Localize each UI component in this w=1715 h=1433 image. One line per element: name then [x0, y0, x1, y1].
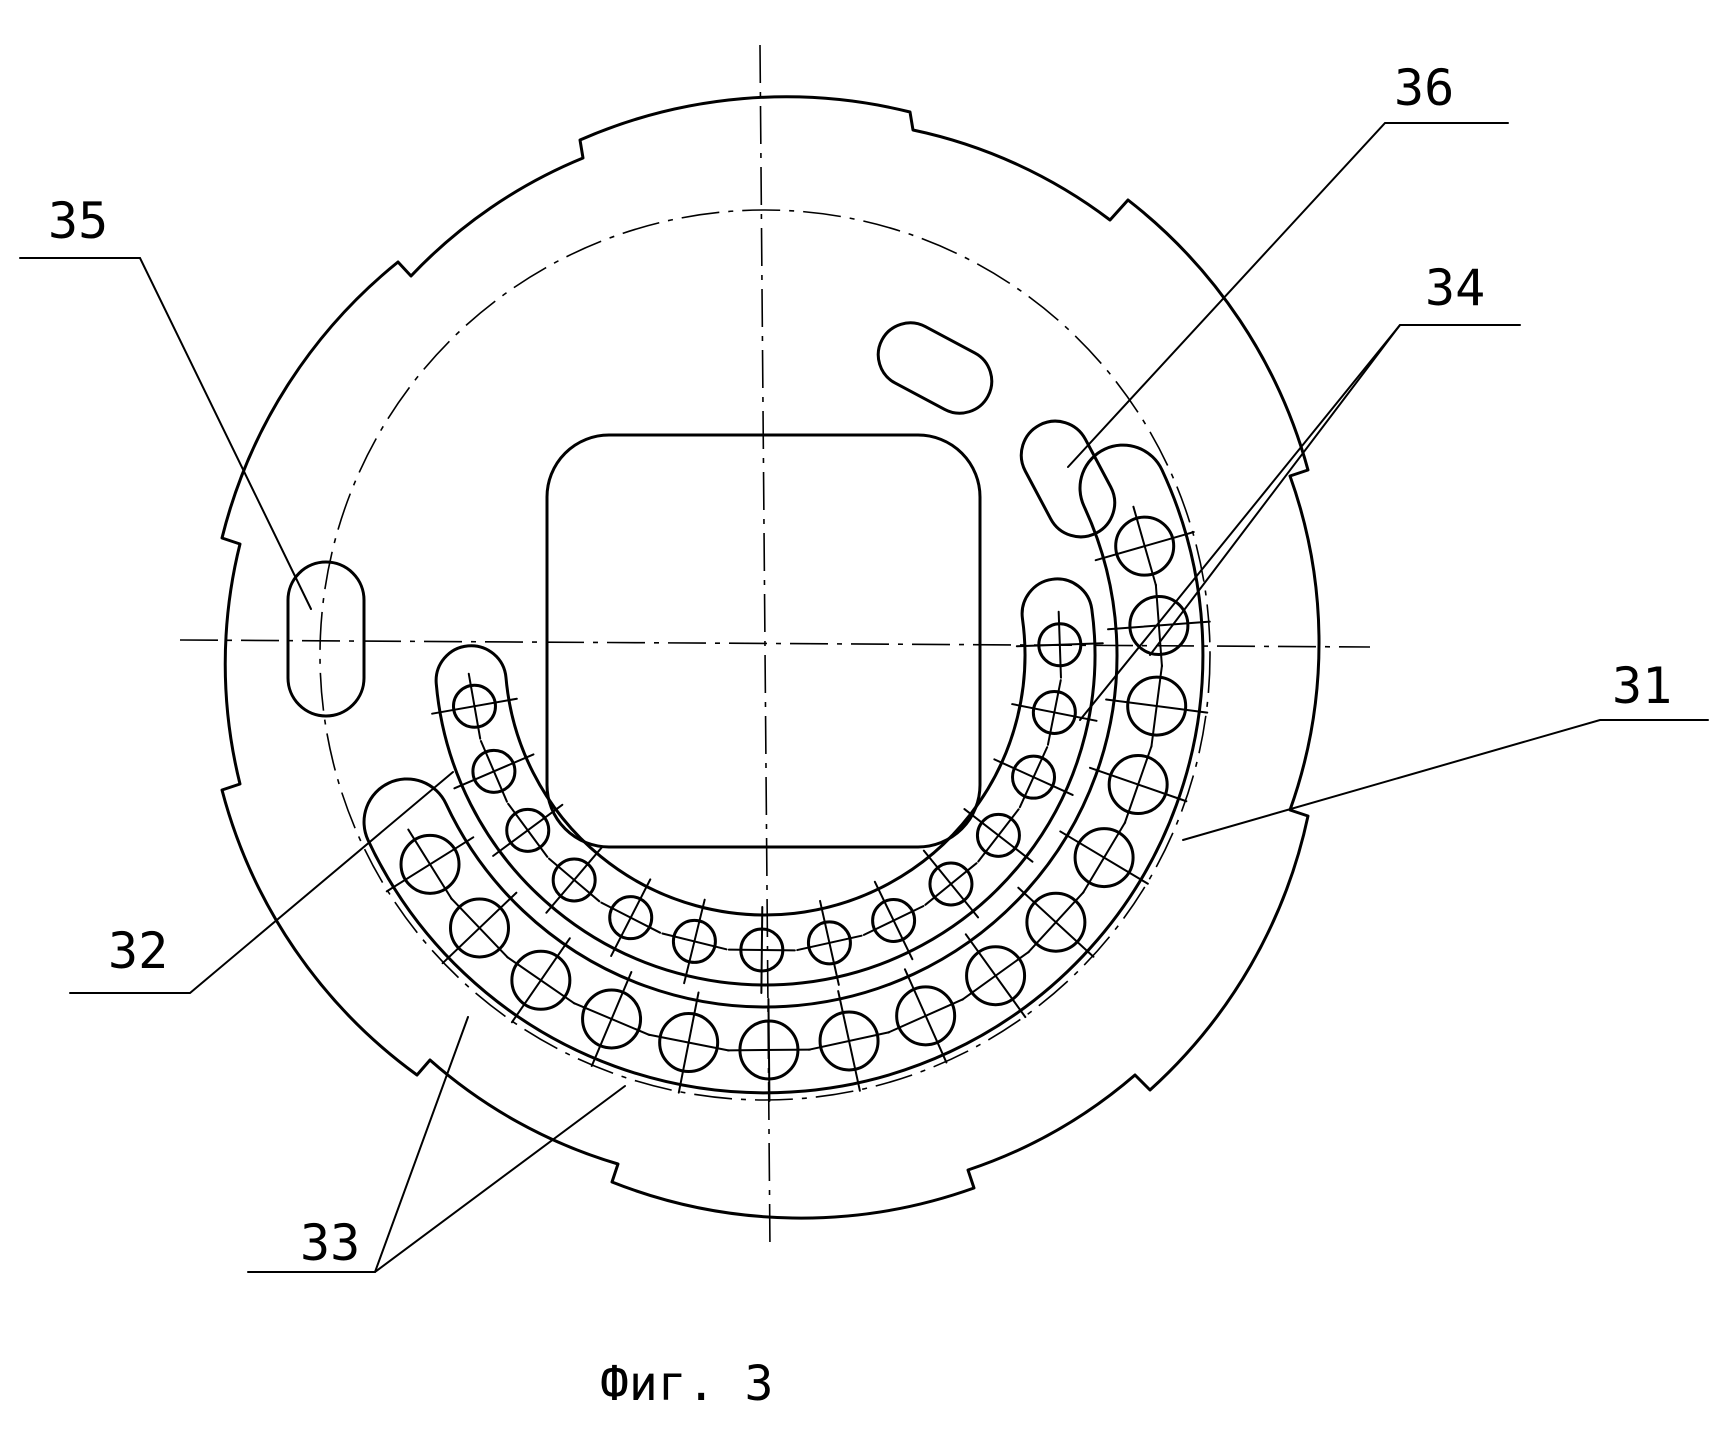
outer-hole-crosshair	[572, 1002, 651, 1036]
label-32: 32	[108, 922, 168, 980]
outer-hole-crosshair	[726, 1048, 811, 1052]
outer-hole-crosshair	[807, 1031, 891, 1051]
outer-hole-crosshair	[647, 1033, 730, 1052]
inner-hole	[451, 683, 497, 729]
slot-36-lower	[1019, 419, 1117, 539]
outer-hole	[1073, 827, 1135, 889]
outer-hole-crosshair	[1027, 891, 1085, 954]
outer-hole-crosshair	[961, 950, 1030, 1001]
inner-hole	[871, 897, 917, 943]
leader-32	[69, 771, 454, 994]
inner-hole-crosshair	[467, 672, 482, 740]
outer-hole	[1107, 754, 1169, 816]
leader-33-b	[374, 1085, 626, 1273]
inner-hole-crosshair	[507, 802, 549, 858]
inner-hole-crosshair	[1018, 746, 1049, 809]
outer-hole	[1128, 594, 1190, 656]
outer-hole-crosshair	[1150, 664, 1163, 748]
pitch-circle	[319, 209, 1211, 1101]
outer-hole-crosshair	[506, 955, 576, 1005]
outer-hole	[1126, 675, 1188, 737]
inner-hole-crosshair	[862, 905, 925, 936]
inner-hole-crosshair	[548, 857, 601, 903]
arc-channels	[362, 443, 1205, 1094]
inner-hole	[671, 918, 717, 964]
outer-hole	[581, 988, 643, 1050]
inner-hole	[551, 857, 597, 903]
inner-hole	[975, 812, 1021, 858]
inner-hole	[806, 920, 852, 966]
label-33: 33	[300, 1214, 360, 1272]
outer-hole-crosshair	[1082, 821, 1127, 894]
label-34: 34	[1425, 259, 1485, 317]
inner-hole-crosshair	[977, 808, 1020, 863]
inner-hole	[608, 895, 654, 941]
inner-hole-crosshair	[661, 932, 728, 951]
label-31: 31	[1612, 657, 1672, 715]
inner-arc-channel	[434, 577, 1097, 987]
outer-hole	[510, 949, 572, 1011]
outer-hole-crosshair	[1123, 744, 1153, 825]
holes	[385, 505, 1211, 1102]
outer-hole	[895, 985, 957, 1047]
outer-hole-crosshair	[1132, 505, 1157, 587]
inner-hole	[1031, 689, 1077, 735]
outer-hole	[658, 1012, 720, 1074]
outer-hole	[1114, 515, 1176, 577]
label-36: 36	[1394, 59, 1454, 117]
inner-hole-crosshair	[600, 901, 662, 934]
inner-hole	[471, 748, 517, 794]
slot-35	[286, 560, 366, 718]
outer-hole	[399, 833, 461, 895]
outer-hole-crosshair	[1154, 583, 1163, 668]
inner-hole	[505, 807, 551, 853]
inner-hole-crosshair	[924, 862, 978, 906]
outer-arc-channel	[362, 443, 1205, 1094]
outer-hole	[448, 897, 510, 959]
outer-hole-crosshair	[407, 828, 453, 901]
inner-hole	[928, 861, 974, 907]
horizontal-center-axis	[179, 639, 1371, 648]
outer-hole-crosshair	[450, 897, 509, 959]
label-35: 35	[48, 192, 108, 250]
outer-hole	[965, 945, 1027, 1007]
outer-hole	[818, 1010, 880, 1072]
inner-hole-crosshair	[727, 948, 796, 952]
leader-35	[19, 257, 312, 610]
figure-caption: Фиг. 3	[600, 1356, 773, 1412]
leader-34-a	[1079, 324, 1521, 721]
disk-outline	[220, 95, 1321, 1220]
inner-hole-crosshair	[1046, 679, 1062, 746]
inner-hole-crosshair	[1057, 610, 1062, 679]
outer-hole-crosshair	[887, 998, 965, 1034]
central-window	[545, 433, 982, 849]
inner-hole-crosshair	[796, 934, 863, 952]
inner-hole-crosshair	[479, 740, 508, 803]
outer-hole	[1025, 891, 1087, 953]
leader-31	[1182, 719, 1709, 841]
inner-hole	[1011, 754, 1057, 800]
slot-36-upper	[876, 321, 994, 415]
leader-36	[1067, 122, 1509, 468]
leader-34-b	[1149, 324, 1401, 656]
